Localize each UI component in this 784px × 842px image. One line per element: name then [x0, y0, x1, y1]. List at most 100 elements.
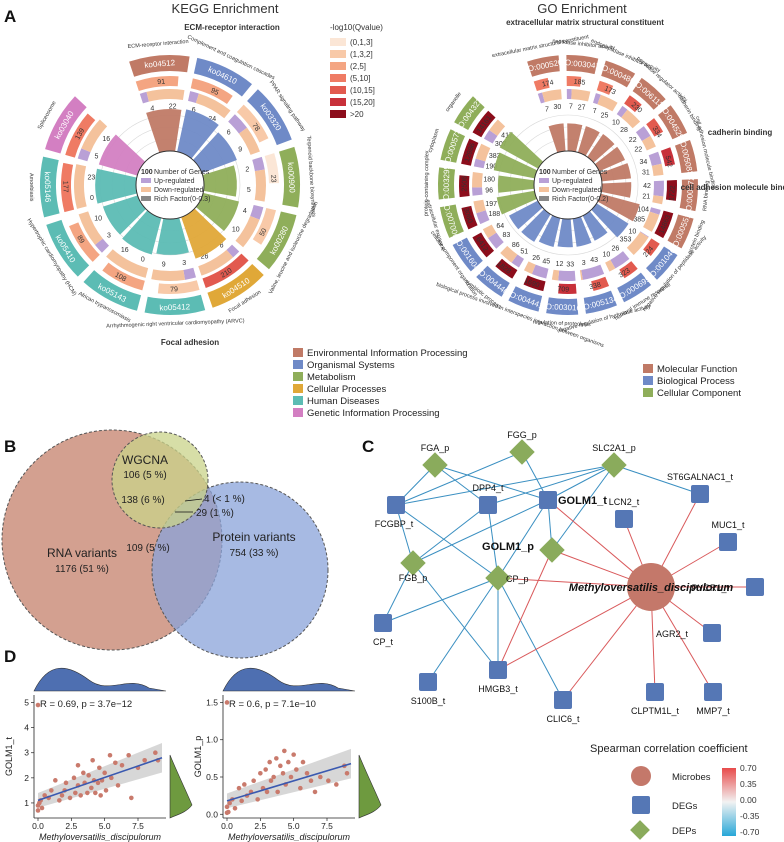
network-node-label: FGB_p	[399, 573, 428, 583]
go-term-band	[439, 204, 464, 238]
go-total-label: 12986	[464, 142, 477, 163]
kegg-term-band	[207, 263, 264, 308]
network-edge-negative	[412, 504, 489, 564]
go-total-bar	[654, 210, 674, 239]
go-highlight-label: extracellular matrix structural constitu…	[506, 18, 664, 27]
colorbar	[722, 768, 736, 836]
network-node-label: FGG_p	[507, 430, 537, 440]
go-total-label: 542	[664, 155, 673, 168]
golm1-p-data-point	[282, 748, 287, 754]
kegg-total-bar	[190, 78, 233, 105]
go-up-label: 10	[612, 120, 620, 127]
golm1-p-data-point	[271, 774, 276, 780]
go-up-bar	[476, 210, 490, 225]
golm1-p-data-point	[251, 778, 256, 784]
golm1-t-data-point	[126, 752, 131, 758]
golm1-t-data-point	[115, 783, 121, 788]
network-node-deg	[703, 624, 721, 642]
kegg-term-band	[144, 294, 206, 315]
golm1-p-data-point	[291, 752, 296, 757]
kegg-term-band	[129, 54, 190, 77]
go-total-bar	[660, 147, 676, 167]
go-term-name: regulation of proteolysis	[533, 320, 592, 329]
kegg-category-legend-swatch	[293, 360, 303, 369]
network-node-label: FGA_p	[421, 443, 450, 453]
golm1-p-data-point	[308, 778, 314, 784]
kegg-term-band	[256, 211, 297, 270]
network-node-dep	[485, 565, 511, 591]
golm1-t-data-point	[75, 762, 81, 768]
golm1-p-y-tick-label: 1.0	[206, 735, 218, 745]
golm1-p-x-tick-label: 2.5	[254, 821, 266, 831]
colorbar-tick-label: 0.70	[740, 763, 757, 773]
network-node-deg	[704, 683, 722, 701]
network-node-label: AGR2_t	[656, 629, 689, 639]
golm1-p-data-point	[239, 798, 244, 804]
network-node-microbe	[627, 563, 675, 611]
go-down-bar	[475, 143, 491, 162]
go-total-bar	[459, 175, 470, 198]
kegg-up-label: 3	[182, 260, 186, 267]
kegg-up-label: 4	[150, 106, 154, 113]
network-node-label: MUC1_t	[711, 520, 745, 530]
kegg-category-legend-label: Environmental Information Processing	[307, 348, 468, 359]
go-term-name: organelle	[445, 91, 463, 113]
kegg-total-bar	[252, 207, 277, 245]
golm1-t-data-point	[71, 775, 77, 781]
kegg-category-legend-swatch	[293, 372, 303, 381]
go-up-bar	[648, 151, 662, 166]
go-highlight-label: cell adhesion molecule binding	[681, 183, 784, 192]
go-highlight-label: cadherin binding	[708, 128, 773, 137]
go-up-bar	[488, 232, 504, 249]
network-edge-negative	[487, 504, 499, 579]
kegg-total-bar	[236, 104, 269, 143]
golm1-t-confidence-band	[38, 742, 162, 808]
golm1-t-data-point	[35, 808, 41, 813]
golm1-t-y-tick-label: 2	[24, 773, 29, 783]
golm1-p-data-point	[226, 809, 231, 815]
golm1-t-y-tick-label: 4	[24, 723, 29, 733]
qvalue-legend-label: (0,1,3]	[350, 38, 373, 47]
network-node-label: GOLM1_p	[482, 541, 534, 553]
kegg-total-bar	[61, 162, 75, 213]
go-term-name: cell adhesion molecule binding	[694, 116, 717, 190]
kegg-up-label: 2	[245, 167, 249, 174]
kegg-down-bar	[151, 269, 185, 282]
network-node-deg	[746, 578, 764, 596]
kegg-category-legend-label: Genetic Information Processing	[307, 408, 440, 419]
kegg-rich-factor-bar	[192, 132, 237, 174]
go-term-band	[601, 60, 636, 88]
kegg-down-label: 24	[208, 116, 216, 123]
correlation-network: FGA_pFGG_pSLC2A1_pST6GALNAC1_tFCGBP_tDPP…	[373, 430, 764, 840]
network-node-label: CP_p	[506, 574, 529, 584]
kegg-rich-factor-bar	[95, 168, 138, 204]
go-up-label: 22	[629, 137, 637, 144]
go-up-bar	[640, 231, 649, 238]
kegg-category-legend-swatch	[293, 348, 303, 357]
golm1-p-data-point	[227, 800, 232, 806]
network-edge-negative	[382, 577, 499, 624]
go-total-bar	[665, 180, 677, 201]
golm1-t-data-point	[73, 790, 78, 796]
network-edge-negative	[382, 562, 414, 624]
go-rich-factor-bar	[572, 216, 592, 247]
go-down-bar	[626, 231, 649, 256]
golm1-t-x-tick-label: 7.5	[132, 821, 144, 831]
golm1-p-data-point	[304, 770, 310, 776]
kegg-down-label: 23	[88, 174, 96, 181]
go-rich-factor-bar	[601, 182, 632, 198]
golm1-p-x-tick-label: 7.5	[321, 821, 333, 831]
golm1-t-data-point	[35, 702, 41, 708]
go-total-label: 174	[542, 79, 555, 88]
venn-count-protein: 754 (33 %)	[230, 548, 279, 559]
go-up-bar	[537, 92, 545, 104]
go-up-label: 43	[590, 257, 598, 264]
panel-label-d: D	[4, 647, 16, 666]
golm1-p-data-point	[278, 763, 283, 769]
go-total-label: 3060	[462, 207, 473, 224]
go-up-label: 45	[542, 258, 550, 265]
kegg-highlight-label: ECM-receptor interaction	[184, 23, 280, 32]
kegg-up-label: 5	[95, 154, 99, 161]
golm1-p-y-tick-label: 0.0	[206, 809, 218, 819]
venn-count-rna: 1176 (51 %)	[55, 564, 109, 575]
